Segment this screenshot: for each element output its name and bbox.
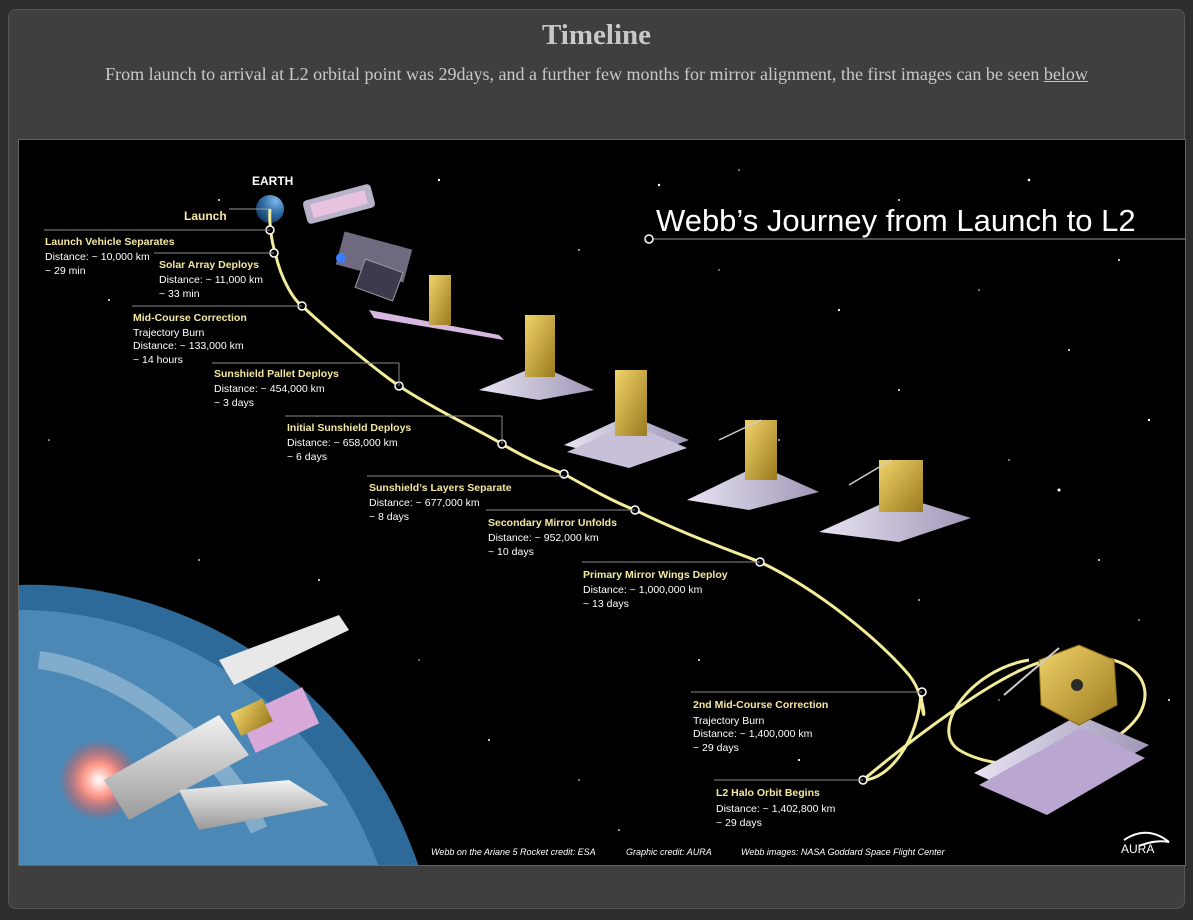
svg-text:~ 13 days: ~ 13 days: [583, 598, 629, 610]
page-title: Timeline: [541, 19, 652, 51]
milestone-solar-array-deploys: Solar Array Deploys Distance: ~ 11,000 k…: [159, 259, 263, 300]
svg-text:Mid-Course Correction: Mid-Course Correction: [133, 312, 247, 324]
svg-text:Sunshield’s Layers Separate: Sunshield’s Layers Separate: [369, 482, 512, 494]
webb-secondary-mirror-illustration: [687, 419, 819, 510]
svg-text:Distance: ~ 11,000 km: Distance: ~ 11,000 km: [159, 274, 263, 286]
webb-pallet-illustration: [369, 275, 504, 340]
aura-logo-text: AURA: [1121, 842, 1154, 856]
credits: Webb on the Ariane 5 Rocket credit: ESA …: [431, 847, 946, 857]
svg-text:Distance: ~ 454,000 km: Distance: ~ 454,000 km: [214, 383, 325, 395]
svg-text:~ 33 min: ~ 33 min: [159, 288, 200, 300]
webb-layers-separate-illustration: [564, 370, 689, 468]
svg-text:~ 29 min: ~ 29 min: [45, 265, 86, 277]
svg-text:~ 29 days: ~ 29 days: [716, 817, 762, 829]
earth-label: EARTH: [252, 174, 293, 188]
svg-text:2nd Mid-Course Correction: 2nd Mid-Course Correction: [693, 699, 828, 711]
milestone-sunshield-pallet-deploys: Sunshield Pallet Deploys Distance: ~ 454…: [214, 368, 339, 409]
credit-nasa: Webb images: NASA Goddard Space Flight C…: [741, 847, 946, 857]
svg-text:Distance: ~ 1,402,800 km: Distance: ~ 1,402,800 km: [716, 803, 836, 815]
svg-text:Distance: ~ 10,000 km: Distance: ~ 10,000 km: [45, 251, 150, 263]
milestone-mid-course-correction: Mid-Course Correction Trajectory Burn Di…: [133, 312, 247, 366]
svg-text:Sunshield Pallet Deploys: Sunshield Pallet Deploys: [214, 368, 339, 380]
svg-text:L2 Halo Orbit Begins: L2 Halo Orbit Begins: [716, 787, 820, 799]
svg-text:Trajectory Burn: Trajectory Burn: [133, 327, 205, 339]
svg-text:Distance: ~ 133,000 km: Distance: ~ 133,000 km: [133, 340, 244, 352]
heading-marker: [644, 234, 654, 244]
svg-text:~ 29 days: ~ 29 days: [693, 742, 739, 754]
aura-logo: AURA: [1121, 831, 1170, 856]
credit-esa: Webb on the Ariane 5 Rocket credit: ESA: [431, 847, 596, 857]
webb-journey-graphic: Webb’s Journey from Launch to L2 EARTH L…: [18, 139, 1186, 866]
svg-text:~ 8 days: ~ 8 days: [369, 511, 409, 523]
svg-text:Secondary Mirror Unfolds: Secondary Mirror Unfolds: [488, 517, 617, 529]
svg-text:Distance: ~ 1,000,000 km: Distance: ~ 1,000,000 km: [583, 584, 703, 596]
launch-label: Launch: [184, 209, 227, 223]
svg-text:Distance: ~ 1,400,000 km: Distance: ~ 1,400,000 km: [693, 728, 813, 740]
trajectory-path: [268, 208, 1147, 782]
milestone-initial-sunshield-deploys: Initial Sunshield Deploys Distance: ~ 65…: [287, 422, 411, 463]
svg-text:~ 14 hours: ~ 14 hours: [133, 354, 183, 366]
webb-stowed-illustration: [302, 184, 376, 224]
webb-final-illustration: [974, 644, 1149, 815]
graphic-heading: Webb’s Journey from Launch to L2: [656, 203, 1136, 238]
milestone-primary-mirror-wings-deploy: Primary Mirror Wings Deploy Distance: ~ …: [583, 569, 728, 610]
svg-text:Distance: ~ 952,000 km: Distance: ~ 952,000 km: [488, 532, 599, 544]
page-subtitle: From launch to arrival at L2 orbital poi…: [0, 64, 1193, 85]
svg-text:Trajectory Burn: Trajectory Burn: [693, 715, 765, 727]
svg-text:Initial Sunshield Deploys: Initial Sunshield Deploys: [287, 422, 411, 434]
leader-lines: [44, 229, 922, 781]
milestone-secondary-mirror-unfolds: Secondary Mirror Unfolds Distance: ~ 952…: [488, 517, 617, 558]
svg-text:Distance: ~ 677,000 km: Distance: ~ 677,000 km: [369, 497, 480, 509]
webb-primary-wings-illustration: [819, 459, 971, 542]
svg-text:Solar Array Deploys: Solar Array Deploys: [159, 259, 259, 271]
webb-initial-sunshield-illustration: [479, 315, 594, 400]
svg-text:~ 6 days: ~ 6 days: [287, 451, 327, 463]
below-link[interactable]: below: [1043, 64, 1088, 84]
svg-text:Distance: ~ 658,000 km: Distance: ~ 658,000 km: [287, 437, 398, 449]
milestone-launch-vehicle-separates: Launch Vehicle Separates Distance: ~ 10,…: [45, 236, 175, 277]
svg-text:~ 3 days: ~ 3 days: [214, 397, 254, 409]
credit-aura: Graphic credit: AURA: [626, 847, 712, 857]
webb-solar-array-illustration: [335, 231, 413, 302]
milestone-sunshield-layers-separate: Sunshield’s Layers Separate Distance: ~ …: [369, 482, 512, 523]
starfield: [48, 169, 1170, 831]
subtitle-text: From launch to arrival at L2 orbital poi…: [105, 64, 1044, 84]
milestone-2nd-mid-course-correction: 2nd Mid-Course Correction Trajectory Bur…: [693, 699, 828, 754]
milestone-l2-halo-orbit-begins: L2 Halo Orbit Begins Distance: ~ 1,402,8…: [716, 787, 836, 829]
milestone-labels: Launch Vehicle Separates Distance: ~ 10,…: [45, 236, 836, 829]
svg-text:Launch Vehicle Separates: Launch Vehicle Separates: [45, 236, 175, 248]
svg-text:~ 10 days: ~ 10 days: [488, 546, 534, 558]
svg-text:Primary Mirror Wings Deploy: Primary Mirror Wings Deploy: [583, 569, 728, 581]
ariane-rocket-illustration: [19, 584, 419, 865]
